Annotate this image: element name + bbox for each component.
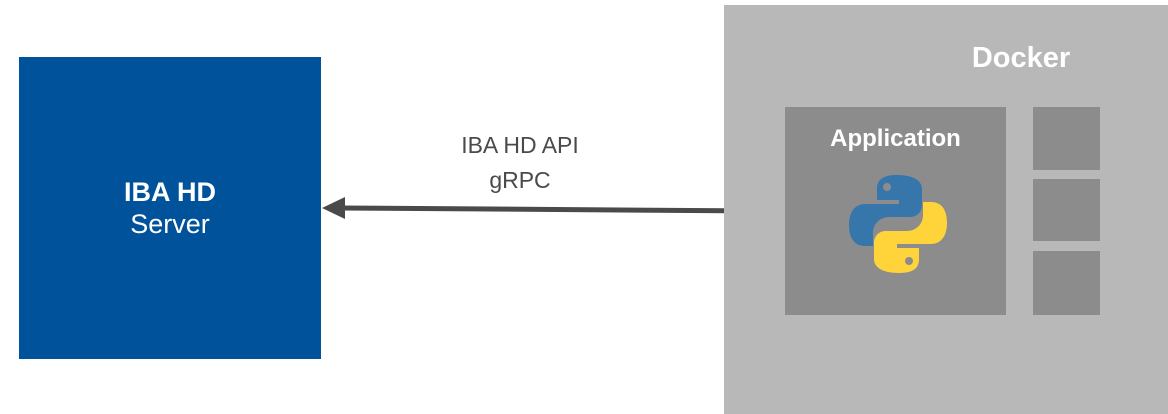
application-title: Application — [830, 125, 961, 152]
server-title: IBA HD — [124, 177, 216, 207]
docker-title: Docker — [971, 42, 1071, 74]
docker-box: Docker Application — [724, 5, 1168, 414]
api-label-line2: gRPC — [489, 167, 551, 193]
iba-hd-server-box: IBA HD Server — [19, 57, 321, 359]
application-box: Application — [785, 107, 1006, 315]
server-subtitle: Server — [130, 209, 210, 239]
python-icon — [849, 175, 947, 273]
api-label-line1: IBA HD API — [461, 132, 579, 158]
container-slot — [1033, 107, 1100, 170]
container-slot — [1033, 251, 1100, 315]
container-slot — [1033, 179, 1100, 241]
